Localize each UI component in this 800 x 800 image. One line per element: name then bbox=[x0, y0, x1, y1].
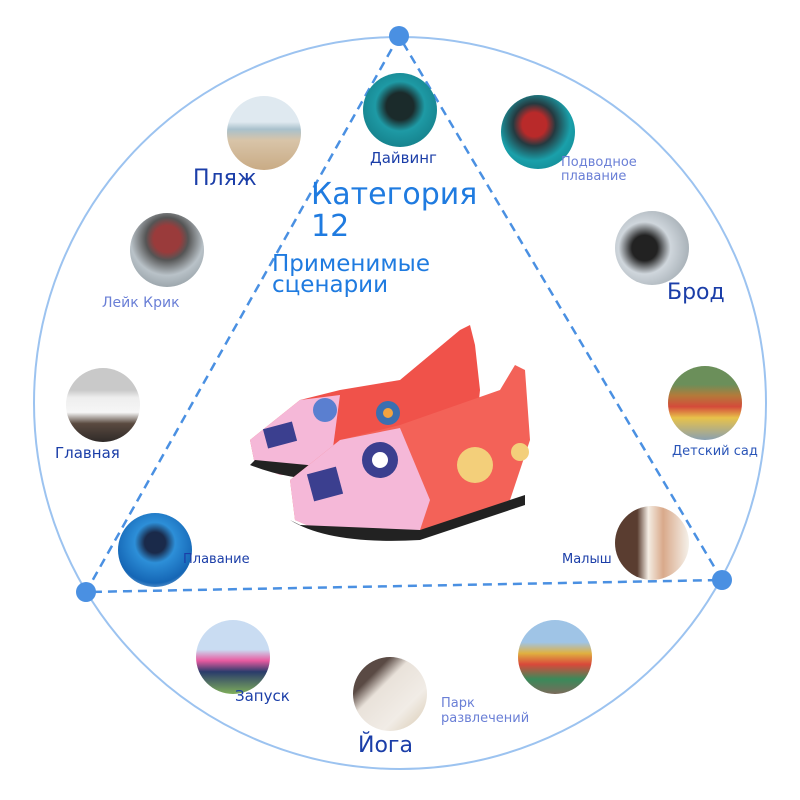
label-snorkeling-2: плавание bbox=[561, 169, 627, 184]
label-wading: Брод bbox=[667, 280, 725, 305]
label-kindergarten: Детский сад bbox=[672, 444, 758, 459]
label-swimming: Плавание bbox=[183, 552, 250, 567]
baby-photo bbox=[615, 506, 689, 580]
label-diving: Дайвинг bbox=[370, 149, 437, 167]
kindergarten-photo bbox=[668, 366, 742, 440]
diving-photo bbox=[363, 73, 437, 147]
wading-photo bbox=[615, 211, 689, 285]
label-running: Запуск bbox=[235, 687, 290, 705]
shoes-image bbox=[250, 325, 530, 541]
beach-photo bbox=[227, 96, 301, 170]
swimming-photo bbox=[118, 513, 192, 587]
vertex-dot bbox=[76, 582, 96, 602]
label-park-2: развлечений bbox=[441, 711, 530, 726]
label-home: Главная bbox=[55, 444, 120, 462]
running-photo bbox=[196, 620, 270, 694]
title-category: Категория bbox=[311, 177, 478, 212]
label-park-1: Парк bbox=[441, 696, 475, 711]
vertex-dot bbox=[712, 570, 732, 590]
lake-creek-photo bbox=[130, 213, 204, 287]
label-baby: Малыш bbox=[562, 552, 612, 567]
title-number: 12 bbox=[311, 209, 350, 244]
snorkeling-photo bbox=[501, 95, 575, 169]
label-lake-creek: Лейк Крик bbox=[102, 295, 180, 311]
amusement-park-photo bbox=[518, 620, 592, 694]
yoga-photo bbox=[353, 657, 427, 731]
dashed-triangle bbox=[83, 33, 725, 594]
home-photo bbox=[66, 368, 140, 442]
vertex-dot bbox=[389, 26, 409, 46]
label-beach: Пляж bbox=[193, 166, 257, 191]
label-snorkeling-1: Подводное bbox=[561, 155, 637, 170]
label-yoga: Йога bbox=[358, 733, 413, 758]
subtitle-line1: Применимые bbox=[272, 251, 430, 277]
subtitle-line2: сценарии bbox=[272, 272, 389, 298]
